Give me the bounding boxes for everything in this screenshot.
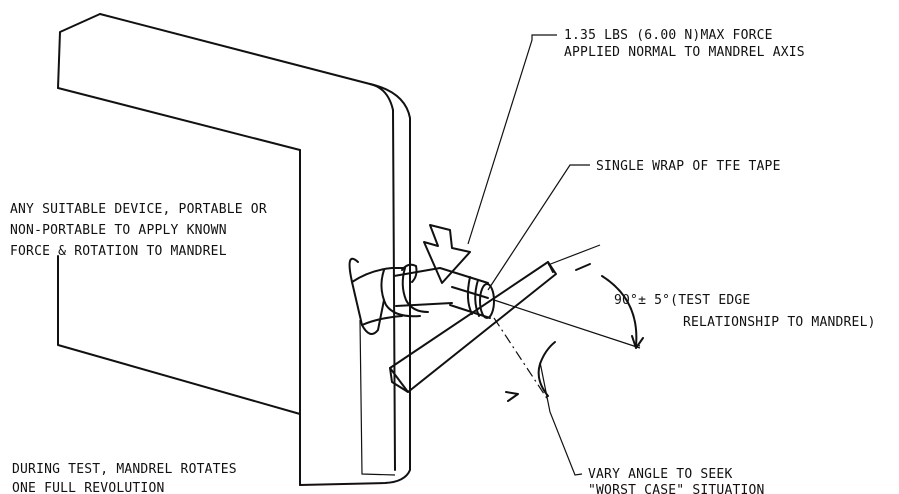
vary-label-line1: VARY ANGLE TO SEEK: [588, 467, 732, 482]
force-arrow: [423, 224, 471, 284]
leader-lines: [359, 34, 590, 476]
angle-dimension: [493, 244, 644, 402]
rotation-label-line1: DURING TEST, MANDREL ROTATES: [12, 462, 237, 477]
angle-label-line1: 90°± 5°(TEST EDGE: [614, 293, 750, 308]
rotation-label-line2: ONE FULL REVOLUTION: [12, 481, 165, 494]
test-device-box: [57, 13, 411, 486]
tfe-tape-wrap: [466, 276, 480, 317]
vary-label-line2: "WORST CASE" SITUATION: [588, 483, 765, 494]
device-label-line1: ANY SUITABLE DEVICE, PORTABLE OR: [10, 202, 267, 217]
tape-label: SINGLE WRAP OF TFE TAPE: [596, 159, 781, 174]
mandrel-chuck: [348, 257, 453, 335]
test-edge-bar: [389, 261, 557, 393]
angle-label-line2: RELATIONSHIP TO MANDREL): [683, 315, 876, 330]
device-label-line3: FORCE & ROTATION TO MANDREL: [10, 244, 227, 259]
device-label-line2: NON-PORTABLE TO APPLY KNOWN: [10, 223, 227, 238]
force-label-line2: APPLIED NORMAL TO MANDREL AXIS: [564, 45, 805, 60]
force-label-line1: 1.35 LBS (6.00 N)MAX FORCE: [564, 28, 773, 43]
